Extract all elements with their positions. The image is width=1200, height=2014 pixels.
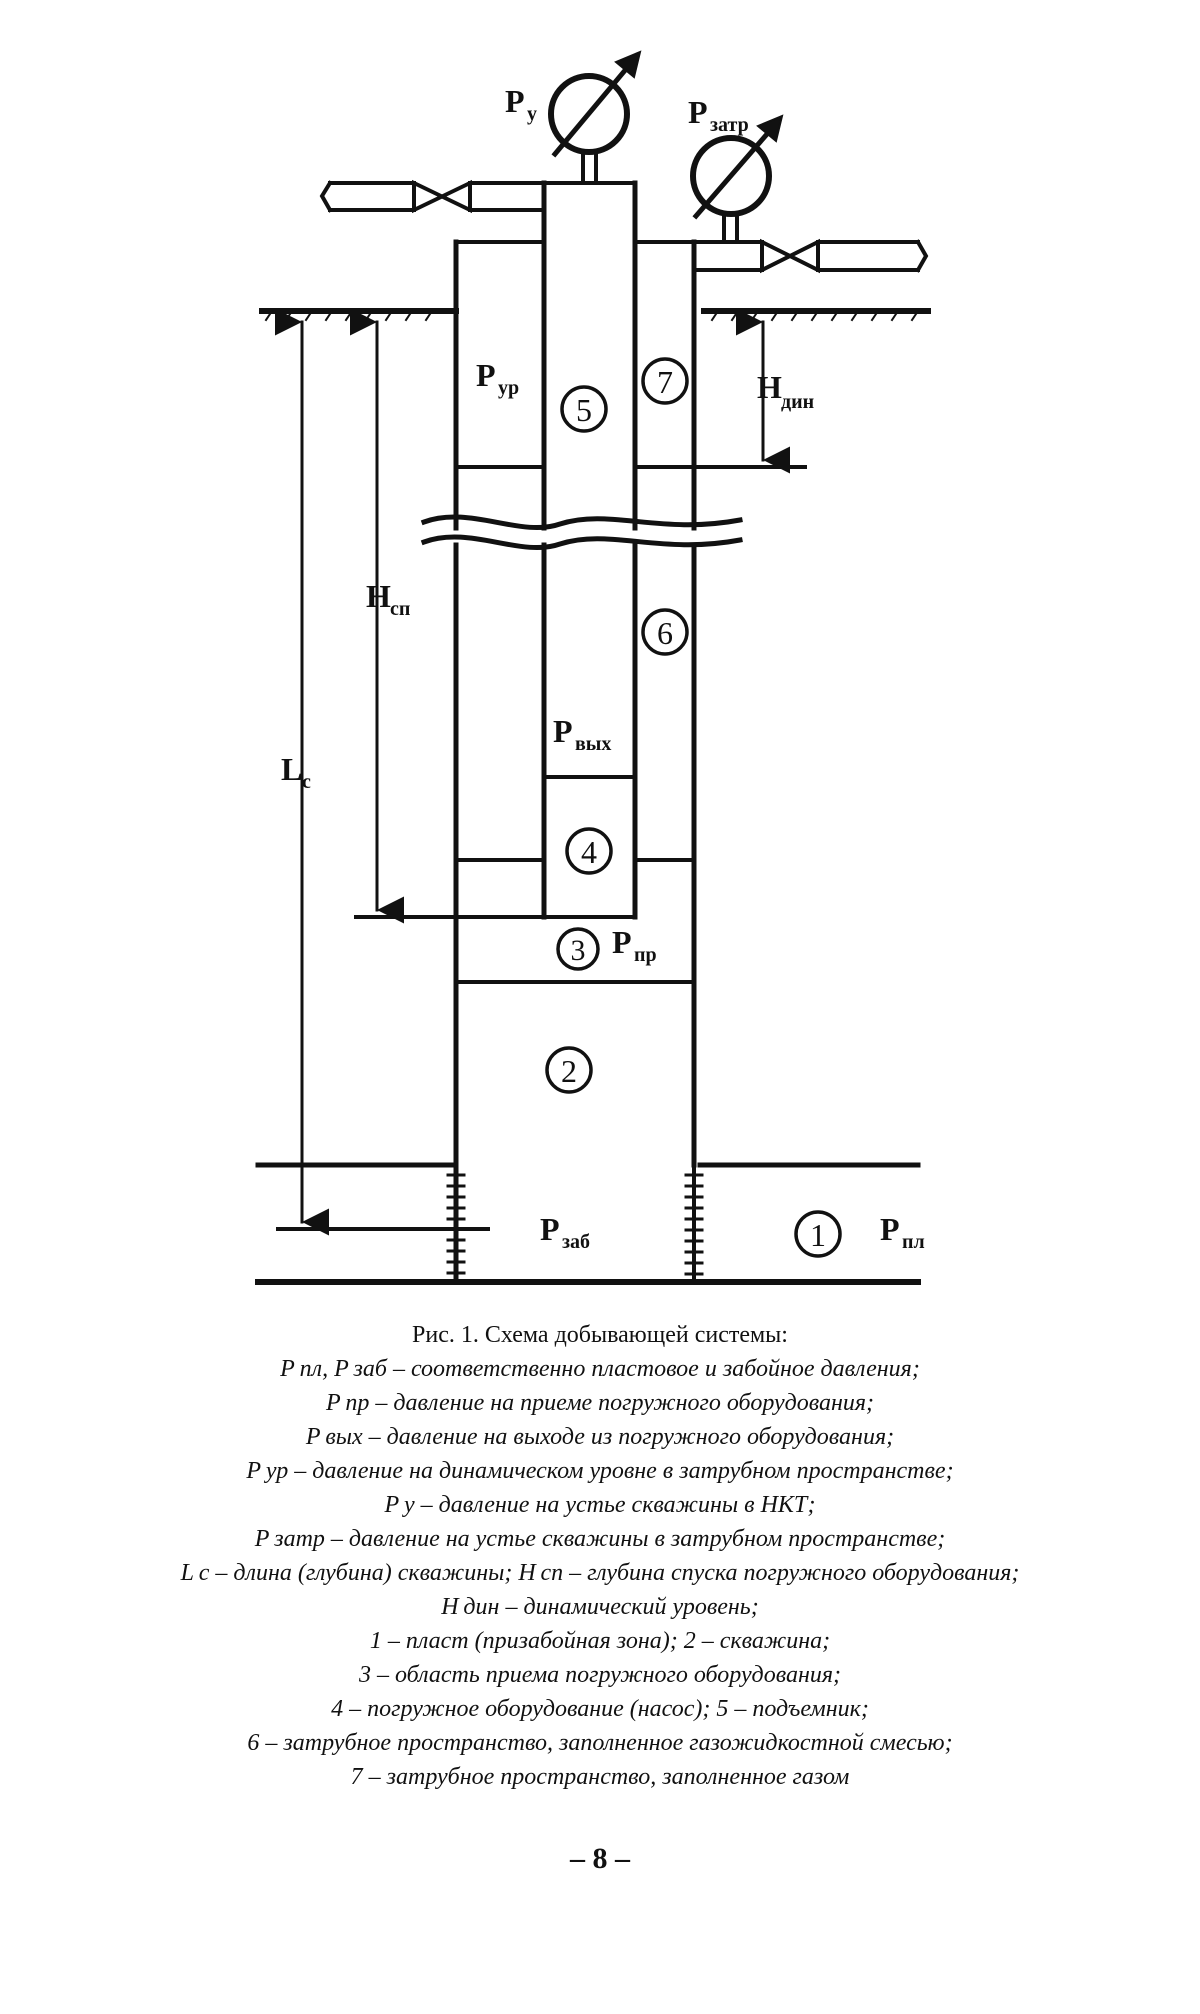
valve-right: [760, 238, 820, 274]
perforations-left: [446, 1173, 466, 1275]
annulus-pipe-right: [633, 239, 929, 273]
svg-text:пл: пл: [902, 1231, 925, 1253]
zone-circle-5: [560, 385, 608, 433]
caption-line: 1 – пласт (призабойная зона); 2 – скважи…: [369, 1628, 831, 1654]
valve-left: [412, 179, 472, 214]
zone-number-1: 1: [810, 1217, 826, 1253]
caption-line: 6 – затрубное пространство, заполненное …: [247, 1730, 953, 1756]
caption-title: Рис. 1. Схема добывающей системы:: [412, 1322, 788, 1348]
zone-number-7: 7: [657, 364, 673, 400]
caption-line: Н дин – динамический уровень;: [441, 1594, 759, 1620]
zone-circle-7: [641, 357, 689, 405]
zone-circle-4: [565, 827, 613, 875]
svg-text:ур: ур: [498, 377, 519, 399]
label-p-ur: Р ур: [476, 357, 519, 399]
gauge-pzatr-needle: [692, 122, 778, 220]
gauge-pu-needle: [551, 58, 636, 158]
label-p-u: Р у: [505, 83, 537, 125]
caption-line: Р пр – давление на приеме погружного обо…: [325, 1390, 875, 1416]
svg-text:с: с: [302, 771, 311, 793]
caption-line: Р затр – давление на устье скважины в за…: [254, 1526, 946, 1552]
break-line-lower: [420, 534, 743, 550]
caption-line: 4 – погружное оборудование (насос); 5 – …: [331, 1696, 869, 1722]
svg-text:Р: Р: [688, 94, 708, 130]
label-h-sp: Н сп: [366, 578, 410, 620]
svg-text:у: у: [527, 103, 537, 125]
zone-circle-2: [545, 1046, 593, 1094]
svg-text:заб: заб: [562, 1231, 590, 1253]
svg-text:Р: Р: [612, 924, 632, 960]
caption-line: Р вых – давление на выходе из погружного…: [305, 1424, 895, 1450]
zone-circle-1: [794, 1210, 842, 1258]
label-p-zatr: Р затр: [688, 94, 749, 136]
label-p-vykh: Р вых: [553, 713, 611, 755]
label-h-dyn: Н дин: [757, 369, 814, 413]
gauge-pu-arrowhead: [614, 50, 642, 79]
caption-line: 7 – затрубное пространство, заполненное …: [350, 1764, 850, 1790]
svg-text:затр: затр: [710, 114, 749, 136]
caption-line: Р пл, Р заб – соответственно пластовое и…: [280, 1356, 920, 1382]
svg-text:Р: Р: [505, 83, 525, 119]
caption-line: L c – длина (глубина) скважины; Н сп – г…: [180, 1560, 1020, 1586]
label-p-pl: Р пл: [880, 1211, 925, 1253]
figure-caption: Рис. 1. Схема добывающей системы: Р пл, …: [0, 1318, 1200, 1794]
caption-line: Р у – давление на устье скважины в НКТ;: [384, 1492, 816, 1518]
svg-text:L: L: [281, 751, 302, 787]
svg-text:Н: Н: [366, 578, 391, 614]
zone-number-5: 5: [576, 392, 592, 428]
page-number: – 8 –: [570, 1842, 630, 1875]
label-p-zab: Р заб: [540, 1211, 590, 1253]
zone-number-4: 4: [581, 834, 597, 870]
zone-circle-6: [641, 608, 689, 656]
gauge-pu: [548, 73, 630, 155]
label-l-c: L с: [281, 751, 311, 793]
zone-number-3: 3: [571, 934, 586, 967]
svg-text:Р: Р: [880, 1211, 900, 1247]
svg-text:пр: пр: [634, 944, 657, 966]
zone-number-2: 2: [561, 1053, 577, 1089]
svg-text:Р: Р: [540, 1211, 560, 1247]
break-line-upper: [420, 514, 743, 530]
zone-circle-3: [556, 927, 600, 971]
caption-line: 3 – область приема погружного оборудован…: [358, 1662, 842, 1688]
zone-number-6: 6: [657, 615, 673, 651]
svg-text:Р: Р: [553, 713, 573, 749]
svg-text:Р: Р: [476, 357, 496, 393]
label-p-pr: Р пр: [612, 924, 657, 966]
svg-text:сп: сп: [390, 598, 410, 620]
well-system-diagram: Р у Р затр Р ур Н дин Н сп L с Р вых Р п…: [255, 50, 931, 1285]
svg-text:дин: дин: [781, 391, 814, 413]
discharge-pipe-left: [319, 180, 546, 213]
caption-line: Р ур – давление на динамическом уровне в…: [246, 1458, 954, 1484]
svg-text:Н: Н: [757, 369, 782, 405]
gauge-pzatr: [690, 135, 772, 217]
gauge-pzatr-arrowhead: [756, 114, 784, 143]
svg-text:вых: вых: [575, 733, 611, 755]
